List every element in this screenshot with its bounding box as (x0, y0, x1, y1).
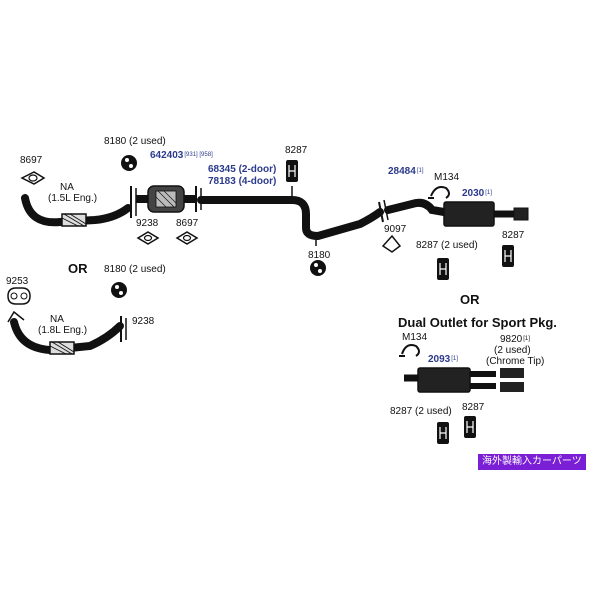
clamp-M134-bot-icon (399, 344, 420, 357)
gasket-9253-icon (7, 287, 31, 305)
rear-pipe (384, 198, 448, 216)
note-28484: [1] (416, 168, 424, 174)
label-na-1-8-line1: NA (50, 314, 64, 325)
label-8180-mid: 8180 (308, 250, 331, 261)
clamp-M134-icon (428, 186, 450, 199)
hanger-8180-mid-icon (310, 260, 326, 276)
label-na-1-8-line2: (1.8L Eng.) (38, 325, 88, 336)
part-2030: 2030 (462, 188, 485, 199)
hanger-8180-alt-icon (111, 282, 127, 298)
label-8287-2used: 8287 (2 used) (416, 240, 478, 251)
label-8287-right: 8287 (502, 230, 525, 241)
label-28484: 28484[1] (388, 166, 423, 177)
rear-muffler (443, 201, 495, 227)
label-2030: 2030[1] (462, 188, 492, 199)
part-28484: 28484 (388, 166, 416, 177)
hanger-8287-icon (286, 160, 298, 182)
label-9820-used: (2 used) (494, 345, 531, 356)
label-na-1-5-line1: NA (60, 182, 74, 193)
chrome-tip-lower (500, 382, 524, 392)
gasket-9097-icon (381, 234, 402, 253)
label-68345: 68345 (2-door) (208, 164, 277, 175)
hanger-8287-2used-icon (437, 258, 449, 280)
note-9820: [1] (523, 336, 530, 342)
label-chrome-tip: (Chrome Tip) (486, 356, 545, 367)
part-642403: 642403 (150, 150, 184, 161)
chrome-tip-upper (500, 368, 524, 378)
hanger-8180-icon (121, 155, 137, 171)
label-M134-top: M134 (434, 172, 460, 183)
label-na-1-5-line2: (1.5L Eng.) (48, 193, 98, 204)
part-2093: 2093 (428, 354, 451, 365)
label-8180-alt: 8180 (2 used) (104, 264, 166, 275)
note-2093: [1] (451, 356, 458, 362)
label-8697-left: 8697 (20, 155, 43, 166)
label-9238-bot: 9238 (132, 316, 155, 327)
or-separator-1: OR (68, 261, 88, 276)
label-8180-top: 8180 (2 used) (104, 136, 166, 147)
part-9820: 9820 (500, 334, 523, 345)
label-9253: 9253 (6, 276, 29, 287)
hanger-8287-bot-icon (464, 416, 476, 438)
note-642403: [931] [958] (184, 152, 213, 158)
dual-muffler (417, 367, 471, 393)
dual-outlet-title: Dual Outlet for Sport Pkg. (398, 315, 557, 330)
label-8697-mid: 8697 (176, 218, 199, 229)
or-separator-2: OR (460, 292, 480, 307)
label-8287-bot: 8287 (462, 402, 485, 413)
label-9820: 9820[1] (500, 334, 530, 345)
hanger-8287-2used-bot-icon (437, 422, 449, 444)
import-parts-badge: 海外製輸入カーパーツ (478, 454, 586, 470)
label-8287-top: 8287 (285, 145, 308, 156)
tail-tip (513, 207, 529, 221)
label-9097: 9097 (384, 224, 407, 235)
label-642403: 642403[931] [958] (150, 150, 213, 161)
label-2093: 2093[1] (428, 354, 458, 365)
intermediate-pipe (197, 196, 384, 241)
label-9238-top: 9238 (136, 218, 159, 229)
hanger-8287-right-icon (502, 245, 514, 267)
gasket-9238-icon (136, 231, 160, 245)
label-8287-2used-bot: 8287 (2 used) (390, 406, 452, 417)
label-78183: 78183 (4-door) (208, 176, 277, 187)
gasket-8697-icon (20, 171, 46, 185)
gasket-8697-mid-icon (175, 231, 199, 245)
label-M134-bot: M134 (402, 332, 428, 343)
note-2030: [1] (485, 190, 492, 196)
